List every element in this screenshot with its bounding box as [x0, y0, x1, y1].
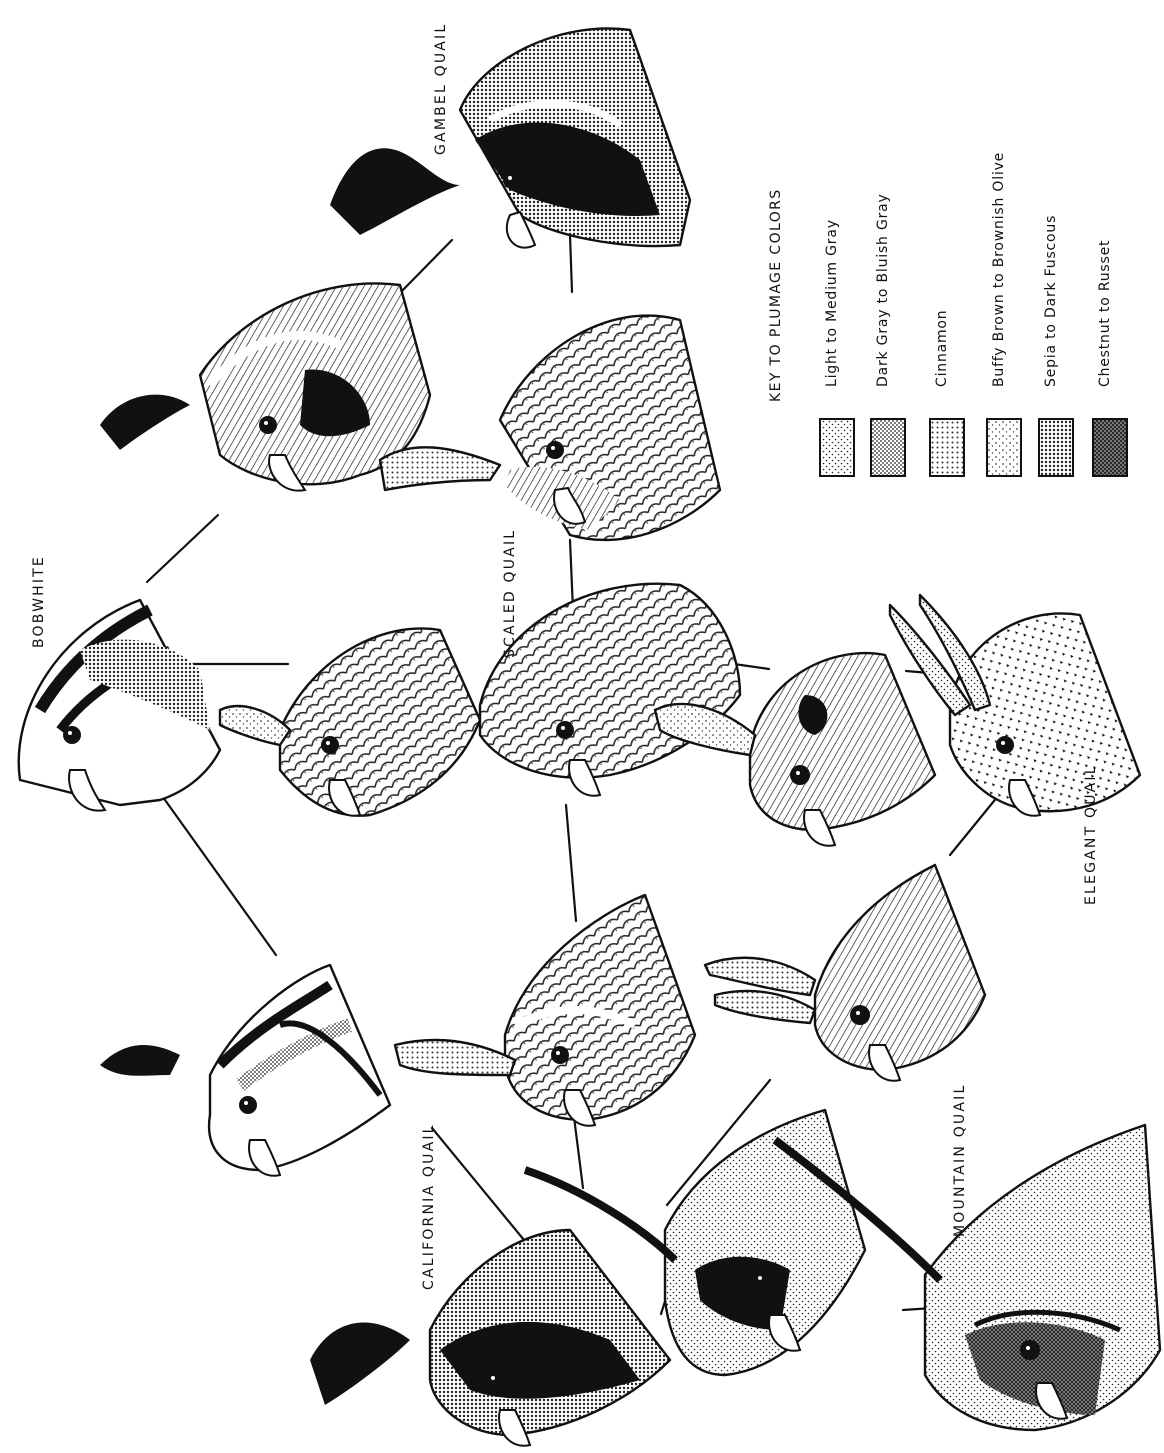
elegant-quail-label: ELEGANT QUAIL — [1083, 764, 1099, 905]
plumage-color-key: KEY TO PLUMAGE COLORS Light to Medium Gr… — [768, 152, 1127, 476]
connector-line — [570, 235, 572, 292]
key-title: KEY TO PLUMAGE COLORS — [768, 188, 784, 402]
key-label-cinnamon: Cinnamon — [934, 310, 950, 387]
mountain-quail-label: MOUNTAIN QUAIL — [952, 1084, 968, 1238]
key-swatch-sepia — [1039, 419, 1073, 476]
gambel-quail-label: GAMBEL QUAIL — [433, 23, 449, 155]
key-label-sepia: Sepia to Dark Fuscous — [1043, 215, 1059, 387]
key-swatch-chestnut — [1093, 419, 1127, 476]
key-label-buffy: Buffy Brown to Brownish Olive — [991, 152, 1007, 387]
connector-line — [566, 805, 576, 921]
connector-line — [574, 1117, 583, 1188]
key-label-light-gray: Light to Medium Gray — [824, 219, 840, 387]
key-swatch-cinnamon — [930, 419, 964, 476]
scaled-quail-head — [480, 584, 740, 796]
scaled-quail-label: SCALED QUAIL — [502, 529, 518, 658]
bobwhite-head — [19, 600, 220, 811]
key-label-dark-gray: Dark Gray to Bluish Gray — [875, 193, 891, 387]
california-quail-head — [310, 1230, 670, 1446]
key-swatch-light-gray — [820, 419, 854, 476]
connector-line — [734, 664, 769, 669]
key-swatch-dark-gray — [871, 419, 905, 476]
gambel-quail-head — [330, 28, 690, 247]
connector-line — [570, 540, 573, 610]
connector-line — [147, 515, 218, 582]
connector-line — [398, 240, 452, 295]
hybrid-head — [100, 965, 390, 1176]
bobwhite-label: BOBWHITE — [31, 555, 47, 648]
california-quail-label: CALIFORNIA QUAIL — [421, 1123, 437, 1290]
hybrid-head — [380, 316, 720, 540]
key-label-chestnut: Chestnut to Russet — [1097, 240, 1113, 387]
hybrid-head — [395, 895, 695, 1126]
hybrid-head — [220, 628, 480, 815]
connector-line — [432, 1128, 524, 1240]
hybrid-head — [705, 865, 985, 1081]
key-swatch-buffy — [987, 419, 1021, 476]
connector-line — [160, 793, 276, 955]
